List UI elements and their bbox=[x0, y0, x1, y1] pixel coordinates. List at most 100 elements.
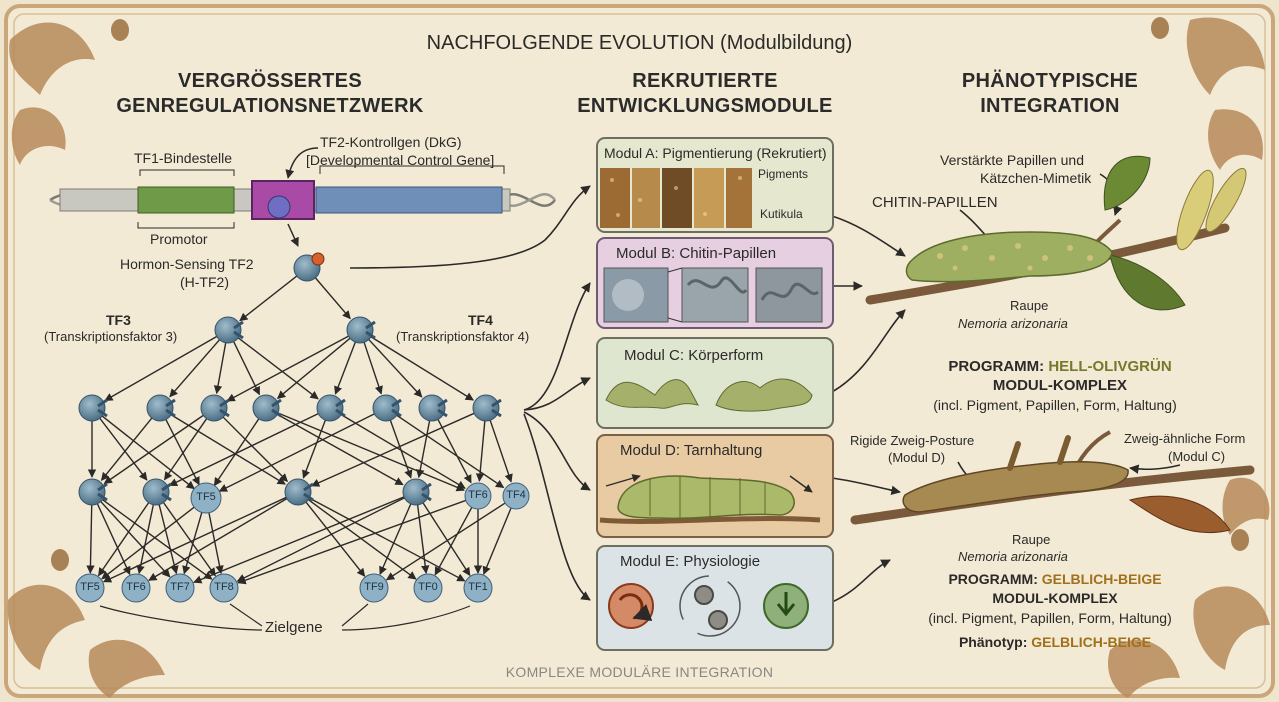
tf3-label: TF3 bbox=[106, 312, 131, 328]
network-edge bbox=[162, 502, 216, 577]
htf2-label: Hormon-Sensing TF2 bbox=[120, 256, 254, 272]
network-edge bbox=[237, 337, 319, 400]
network-edge bbox=[213, 342, 227, 395]
network-edge bbox=[236, 497, 405, 582]
pigments-label: Pigments bbox=[758, 167, 809, 181]
network-edge bbox=[416, 504, 430, 574]
layer1-node bbox=[418, 394, 448, 422]
right-column-title-2: INTEGRATION bbox=[980, 95, 1120, 117]
upper-branch-scene bbox=[865, 155, 1247, 311]
module-e-box: Modul E: Physiologie bbox=[596, 545, 834, 651]
network-edge bbox=[100, 417, 153, 481]
network-edge bbox=[104, 335, 218, 402]
network-edge bbox=[385, 502, 506, 581]
network-edge bbox=[370, 336, 474, 401]
program-2-line-3: (incl. Pigment, Papillen, Form, Haltung) bbox=[928, 610, 1172, 626]
raupe-label-1: Raupe bbox=[1010, 298, 1049, 313]
papillen-label-1: Verstärkte Papillen und bbox=[940, 152, 1084, 168]
network-edge bbox=[163, 418, 208, 481]
network-edge bbox=[97, 502, 150, 577]
network-edge bbox=[226, 335, 349, 402]
target-gene-node-label: TF8 bbox=[214, 581, 234, 593]
footer-label: KOMPLEXE MODULÄRE INTEGRATION bbox=[505, 664, 774, 680]
network-edge bbox=[158, 504, 179, 575]
target-gene-node-label: TF9 bbox=[364, 581, 384, 593]
network-edge bbox=[218, 413, 375, 492]
target-gene-node-label: TF5 bbox=[80, 581, 100, 593]
network-edge bbox=[213, 418, 260, 487]
left-column-title-2: GENREGULATIONSNETZWERK bbox=[116, 95, 424, 117]
program-1-line-1: PROGRAMM: HELL-OLIVGRÜN bbox=[948, 358, 1172, 375]
network-edge bbox=[363, 342, 383, 395]
left-column-title-1: VERGRÖSSERTES bbox=[178, 70, 362, 92]
network-edge bbox=[101, 415, 195, 490]
module-b-box: Modul B: Chitin-Papillen bbox=[596, 237, 834, 329]
network-edge bbox=[239, 275, 298, 322]
network-edge bbox=[379, 503, 412, 576]
tf5-node bbox=[190, 482, 222, 514]
oak-leaf-decoration-icon bbox=[7, 17, 1270, 698]
target-gene-node bbox=[165, 573, 195, 603]
rigid-posture-label: Rigide Zweig-Posture bbox=[850, 433, 975, 448]
network-edge bbox=[277, 412, 465, 492]
layer2-node bbox=[402, 478, 432, 506]
network-edge bbox=[170, 414, 286, 485]
target-gene-node bbox=[413, 573, 443, 603]
target-gene-node bbox=[121, 573, 151, 603]
layer1-node bbox=[146, 394, 176, 422]
dkg-sublabel: [Developmental Control Gene] bbox=[306, 152, 495, 168]
lower-branch-scene bbox=[850, 430, 1255, 534]
network-edge bbox=[277, 413, 404, 486]
target-gene-node-label: TF0 bbox=[418, 581, 438, 593]
network-edge bbox=[416, 420, 431, 479]
network-edge bbox=[302, 419, 327, 479]
network-edge bbox=[396, 414, 505, 489]
target-gene-node bbox=[463, 573, 493, 603]
module-d-label: Modul D: Tarnhaltung bbox=[620, 442, 763, 459]
network-nodes bbox=[75, 316, 530, 603]
network-edge bbox=[310, 412, 475, 487]
network-edge bbox=[168, 413, 319, 487]
layer1-node bbox=[252, 394, 282, 422]
layer1-node bbox=[316, 394, 346, 422]
phenotype-line: Phänotyp: GELBLICH-BEIGE bbox=[958, 634, 1152, 650]
htf2-node bbox=[293, 252, 325, 282]
species-label-2: Nemoria arizonaria bbox=[958, 549, 1068, 564]
network-edge bbox=[103, 414, 204, 485]
layer2-node bbox=[142, 478, 172, 506]
network-edges bbox=[86, 275, 513, 631]
program-2-line-2: MODUL-KOMPLEX bbox=[992, 590, 1118, 606]
target-gene-node bbox=[209, 573, 239, 603]
mid-column-title-1: REKRUTIERTE bbox=[632, 70, 778, 92]
network-edge bbox=[101, 505, 197, 580]
layer1-node bbox=[200, 394, 230, 422]
target-gene-node-label: TF1 bbox=[468, 581, 488, 593]
papillen-label-2: Kätzchen-Mimetik bbox=[980, 170, 1092, 186]
module-a-label: Modul A: Pigmentierung (Rekrutiert) bbox=[604, 145, 827, 161]
network-edge bbox=[489, 420, 513, 483]
program-2-line-1: PROGRAMM: GELBLICH-BEIGE bbox=[948, 571, 1162, 587]
tf5-node-label: TF5 bbox=[196, 491, 216, 503]
tf4-label: TF4 bbox=[468, 312, 493, 328]
network-edge bbox=[222, 416, 288, 482]
network-edge bbox=[136, 504, 155, 575]
module-b-label: Modul B: Chitin-Papillen bbox=[616, 245, 777, 262]
tf3-node bbox=[214, 316, 244, 344]
program-1-line-3: (incl. Pigment, Papillen, Form, Haltung) bbox=[933, 397, 1177, 413]
network-edge bbox=[102, 499, 213, 580]
module-d-box: Modul D: Tarnhaltung bbox=[596, 434, 834, 538]
twig-form-module: (Modul C) bbox=[1168, 449, 1226, 464]
network-edge bbox=[99, 417, 148, 481]
network-edge bbox=[193, 496, 405, 584]
tf1-binding-site-label: TF1-Bindestelle bbox=[134, 150, 233, 166]
layer2-node bbox=[78, 478, 108, 506]
promotor-label: Promotor bbox=[150, 231, 208, 247]
layer2-node bbox=[284, 478, 314, 506]
layer1-node bbox=[372, 394, 402, 422]
target-gene-node bbox=[359, 573, 389, 603]
tf4-layer2-node-label: TF4 bbox=[506, 489, 526, 501]
network-edge bbox=[475, 420, 486, 482]
network-edge bbox=[182, 510, 204, 575]
target-gene-node-label: TF7 bbox=[170, 581, 190, 593]
